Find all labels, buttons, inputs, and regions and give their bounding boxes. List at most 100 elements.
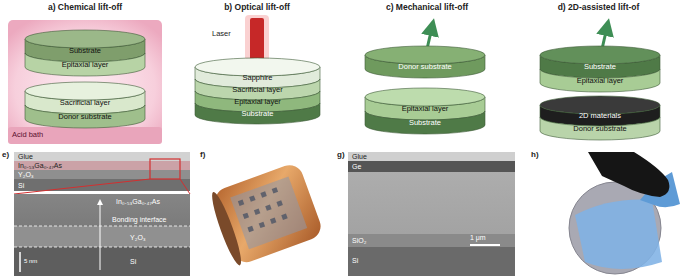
layer-slab: Epitaxial layer [365,88,485,120]
layer-label: Donor substrate [58,113,111,121]
layer-label: 2D materials [579,112,621,120]
illustration-part [249,195,255,201]
slab-top-face [365,46,485,64]
y2o3-region [14,226,190,247]
layer-label: Epitaxial layer [402,105,449,113]
slab-side [540,69,660,92]
slab-side [365,111,485,134]
layer-label: Substrate [584,63,616,71]
tem-overview [14,152,190,194]
illustration-part [259,222,265,228]
layer-label: Sapphire [242,74,272,82]
slab-top-face [25,82,145,100]
scale-bar [470,244,500,246]
interface-label: Bonding interface [112,216,166,223]
laser-beam [245,15,269,65]
blue-film [575,200,662,269]
bath-label: Acid bath [12,131,43,139]
layer-slab: Substrate [195,94,320,124]
profile-arrow [100,203,101,270]
layer-label: Epitaxial layer [234,98,281,106]
device-film [230,176,307,249]
gloved-hand [588,152,669,197]
y2o3-band [14,170,190,179]
layer-label: Donor substrate [398,63,451,71]
slab-side [25,53,145,76]
panel-letter: g) [337,151,345,159]
laser-glow [245,15,269,65]
laser-label: Laser [212,30,231,38]
profile-arrow-head [97,199,103,205]
layer-label: Sacrificial layer [60,99,110,107]
slab-side [195,103,320,124]
layer-label: Epitaxial layer [62,61,109,69]
sem-image [348,152,515,276]
layer-label: Substrate [241,110,273,118]
layer-label: Y₂O₃ [130,234,146,241]
device-array [238,187,288,232]
acid-bath [8,20,162,144]
layer-slab: Sacrificial layer [25,82,145,114]
slab-top-face [365,88,485,106]
layer-slab: Epitaxial layer [540,60,660,92]
layer-label: Glue [18,153,33,160]
zoom-line [180,179,190,194]
copper-foil [211,161,324,266]
scale-label: 1 μm [470,234,486,241]
illustration-part [243,213,249,219]
illustration-part [276,200,282,206]
illustration-part [265,204,271,210]
foil-roll-edge [208,190,246,267]
layer-label: Epitaxial layer [577,77,624,85]
scale-label: 5 nm [24,258,37,264]
interface-line [14,226,190,227]
peeling-photo [569,152,680,274]
layer-slab: Epitaxial layer [195,82,320,112]
illustration-part [247,226,253,232]
layer-label: Ge [352,163,361,170]
sio2-layer [348,234,515,247]
si-layer [348,247,515,276]
layer-slab: Substrate [365,102,485,134]
illustration-part [272,187,278,193]
illustration-part [260,191,266,197]
layer-label: Si [352,257,358,264]
laser-rod [250,18,264,64]
tem-inset [14,194,190,276]
ingaas-band [14,161,190,170]
layer-label: Si [130,258,136,265]
layer-slab: Donor substrate [540,108,660,140]
glue-layer [348,152,515,161]
layer-slab: Donor substrate [25,96,145,128]
layer-label: Glue [352,153,367,160]
panel-title: d) 2D-assisted lift-of [512,3,685,12]
illustration-part [270,218,276,224]
slab-side [25,105,145,128]
acid-bath-glow [8,20,162,144]
layer-label: In₀.₅₃Ga₀.₄₇As [18,162,62,169]
panel-letter: e) [2,151,9,159]
si-region [14,247,190,276]
panel-title: a) Chemical lift-off [0,3,170,12]
panel-title: c) Mechanical lift-off [342,3,512,12]
layer-label: Sacrificial layer [232,86,282,94]
ge-layer [348,161,515,172]
illustration-part [254,209,260,215]
tem-image [14,194,190,276]
layer-slab: Substrate [540,46,660,78]
layer-slab: Sacrificial layer [195,70,320,100]
illustration-part [208,161,325,267]
scale-bar [19,252,21,272]
panel-letter: f) [200,151,205,159]
layer-label: In₀.₅₃Ga₀.₄₇As [116,198,160,205]
zoom-line [14,179,150,194]
layer-slab: 2D materials [540,96,660,126]
illustration-part [238,199,244,205]
slab-top-face [540,46,660,64]
flexible-device-photo [208,161,325,267]
layer-slab: Donor substrate [365,46,485,78]
zoom-box [150,159,180,179]
layer-label: Donor substrate [573,125,626,133]
slab-side [540,117,660,140]
